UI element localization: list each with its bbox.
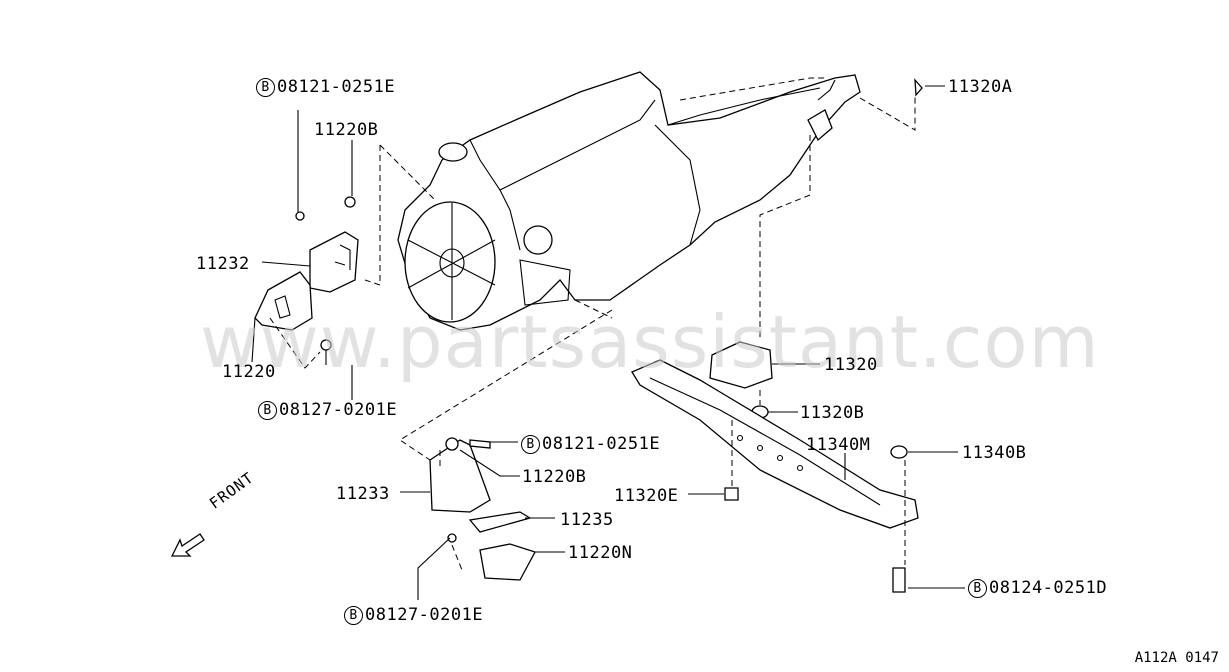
bolt-mark-icon: B [256, 78, 275, 97]
front-bracket-left [254, 196, 359, 365]
engine-assembly [397, 71, 861, 331]
callout-11232: 11232 [196, 254, 250, 274]
callout-11320B: 11320B [800, 403, 865, 423]
bolt-mark-icon: B [344, 606, 363, 625]
callout-11220N: 11220N [568, 543, 633, 563]
front-bracket-right [429, 437, 536, 581]
bolt-mark-icon: B [521, 435, 540, 454]
callout-11233: 11233 [336, 484, 390, 504]
callout-text: 08121-0251E [277, 77, 396, 97]
bolt-mark-icon: B [968, 579, 987, 598]
bolt-mark-icon: B [258, 401, 277, 420]
front-arrow-icon [170, 533, 205, 557]
callout-11340M: 11340M [806, 435, 871, 455]
guide-lines [269, 77, 916, 571]
rear-mount [631, 78, 923, 593]
callout-11220B-top: 11220B [314, 120, 379, 140]
callout-11320: 11320 [824, 355, 878, 375]
callout-text: 08127-0201E [279, 400, 398, 420]
callout-11235: 11235 [560, 510, 614, 530]
figure-code: A112A 0147 [1134, 650, 1219, 666]
callout-11220B-low: 11220B [522, 467, 587, 487]
callout-11340B: 11340B [962, 443, 1027, 463]
callout-text: 08127-0201E [365, 605, 484, 625]
callout-11220: 11220 [222, 362, 276, 382]
callout-11320A: 11320A [948, 77, 1013, 97]
leader-lines [251, 85, 965, 600]
callout-text: 08124-0251D [989, 578, 1108, 598]
callout-11320E: 11320E [614, 486, 679, 506]
watermark: www.partsassistant.com [200, 300, 1100, 384]
callout-text: 08121-0251E [542, 434, 661, 454]
